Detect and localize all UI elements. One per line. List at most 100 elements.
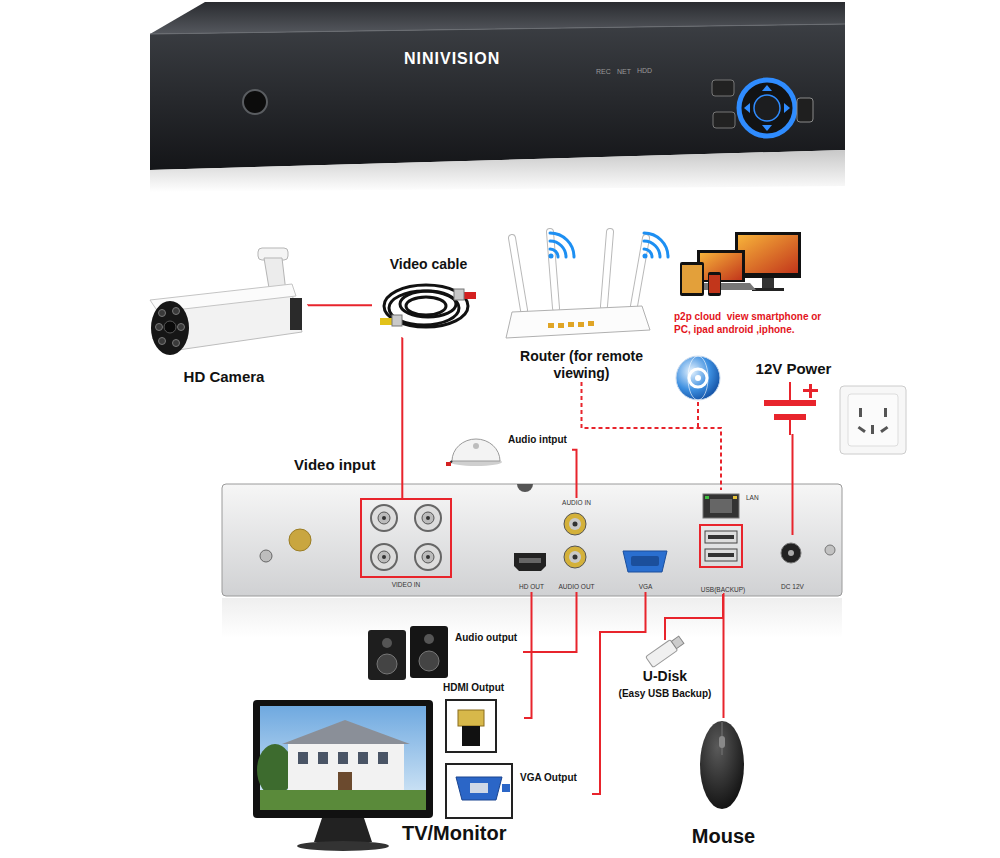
hdmi-output-node: HDMI Output — [440, 682, 524, 754]
indicator-label: REC — [596, 68, 611, 75]
connection-wire — [793, 435, 794, 535]
video-cable-illustration — [384, 285, 468, 327]
monitor-illustration — [282, 720, 410, 744]
router-illustration — [550, 232, 556, 308]
device-illustration — [708, 272, 721, 296]
usb-port — [708, 535, 734, 539]
battery-symbol — [789, 382, 791, 400]
bnc-connector — [422, 551, 434, 563]
dvr-front — [762, 125, 772, 131]
wifi-dot — [549, 254, 648, 259]
dvr-back-panel — [825, 545, 835, 555]
wall-socket — [840, 386, 906, 454]
battery-symbol — [764, 382, 818, 435]
camera-illustration — [173, 340, 180, 347]
connection-wire — [308, 304, 372, 306]
vga-port-node: VGA — [620, 546, 671, 592]
monitor-illustration — [288, 744, 404, 790]
video-cable-illustration — [389, 291, 459, 325]
bnc-connector — [415, 505, 441, 531]
monitor-illustration — [358, 752, 368, 764]
router-illustration — [578, 322, 584, 327]
network-cable — [582, 382, 722, 490]
internet-globe — [689, 369, 707, 387]
dc-jack — [781, 543, 801, 563]
node-label: Video cable — [372, 256, 485, 272]
dvr-front — [243, 90, 267, 114]
bnc-connector — [426, 516, 430, 520]
microphone-illustration — [446, 439, 502, 466]
rca-jack — [564, 513, 586, 535]
hdmi-connector-icon — [462, 726, 480, 746]
speaker-illustration — [368, 630, 406, 680]
dvr-front — [744, 103, 750, 113]
monitor-illustration — [260, 790, 426, 810]
battery-symbol — [789, 420, 791, 435]
wifi-signal — [550, 233, 574, 257]
device-illustration — [762, 278, 774, 288]
monitor-illustration — [338, 752, 348, 764]
connection-wire — [572, 450, 577, 498]
mouse-illustration — [700, 721, 744, 809]
node-label: Audio output — [455, 632, 517, 643]
node-label: AUDIO IN — [555, 499, 598, 506]
speaker-illustration — [368, 626, 448, 680]
node-label: U-Disk — [610, 668, 720, 684]
lan-port — [733, 496, 737, 499]
node-label: HD Camera — [140, 368, 308, 385]
device-illustration — [682, 265, 702, 293]
node-label: Audio intput — [508, 434, 567, 445]
dvr-back-panel — [222, 484, 842, 596]
video-cable-illustration — [384, 285, 468, 327]
wifi-signal — [550, 233, 668, 257]
camera-illustration — [159, 338, 166, 345]
node-label: VGA — [620, 583, 671, 590]
vga-port — [623, 551, 667, 572]
internet-globe — [695, 375, 701, 381]
mouse-node: Mouse — [680, 718, 767, 848]
bnc-connector — [378, 551, 390, 563]
lan-port — [703, 494, 739, 518]
usb-port — [700, 525, 742, 567]
dvr-front — [713, 112, 735, 128]
monitor-node: TV/Monitor — [250, 698, 435, 848]
speaker-illustration — [424, 634, 434, 644]
monitor-illustration — [298, 752, 308, 764]
node-label: USB(BACKUP) — [698, 586, 748, 593]
vga-connector-icon — [470, 783, 488, 793]
bnc-connector — [426, 555, 430, 559]
dc-jack — [788, 550, 794, 556]
dvr-front — [762, 85, 772, 91]
router-illustration — [604, 232, 610, 306]
internet-globe — [676, 356, 720, 400]
rca-jack — [569, 551, 581, 563]
mouse-illustration — [700, 721, 744, 809]
vga-port — [623, 551, 667, 572]
dc-jack — [781, 543, 801, 563]
usb-port — [700, 525, 742, 567]
vga-connector-icon — [502, 784, 510, 792]
router-illustration — [512, 232, 646, 310]
bnc-connector — [422, 512, 434, 524]
internet-globe — [688, 356, 708, 400]
battery-symbol — [803, 389, 818, 392]
wifi-signal — [644, 233, 668, 257]
speaker-illustration — [419, 651, 439, 671]
device-illustration — [680, 232, 801, 296]
lan-port — [705, 496, 709, 499]
vga-output-node: VGA Output — [440, 762, 592, 820]
speaker-illustration — [377, 654, 397, 674]
cable-plugs — [392, 315, 402, 326]
camera-illustration — [156, 324, 163, 331]
bnc-connector — [371, 505, 441, 570]
microphone-illustration — [452, 439, 500, 461]
router-illustration — [548, 323, 554, 328]
brand-logo: NINIVISION — [404, 50, 500, 68]
camera-illustration — [159, 310, 166, 317]
monitor-illustration — [314, 818, 372, 842]
dvr-front — [150, 24, 845, 170]
monitor-illustration — [338, 772, 352, 790]
camera-node: HD Camera — [140, 240, 308, 385]
remote-view-node: p2p cloud view smartphone or PC, ipad an… — [672, 226, 825, 351]
lan-port — [703, 494, 739, 518]
